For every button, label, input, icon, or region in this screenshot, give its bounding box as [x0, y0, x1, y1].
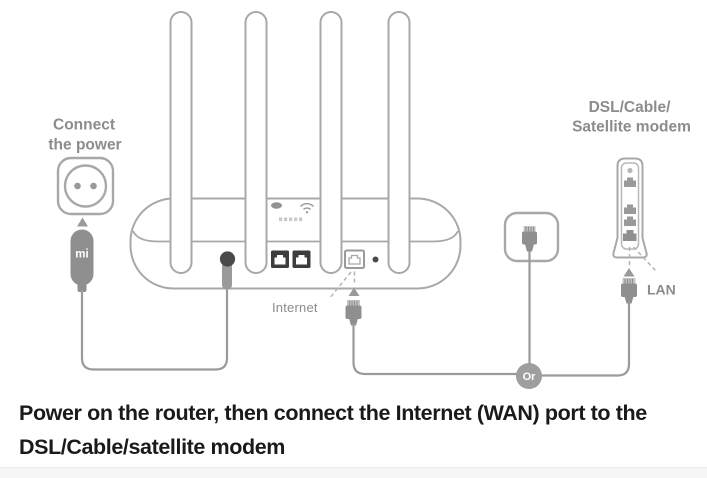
- antenna-icon: [387, 11, 411, 274]
- caption-line-1: Power on the router, then connect the In…: [19, 401, 647, 425]
- power-plug-icon: mi: [70, 229, 94, 292]
- caption-line-2: DSL/Cable/satellite modem: [19, 435, 285, 459]
- or-badge-label: Or: [523, 371, 537, 383]
- power-outlet-icon: [56, 156, 115, 216]
- modem-port-icon: [624, 204, 636, 214]
- antenna-icon: [244, 11, 268, 274]
- modem-led-dot: [627, 167, 633, 174]
- connect-power-label-line1: Connect: [53, 117, 115, 134]
- modem-port-icon: [624, 216, 636, 226]
- modem-label-line1: DSL/Cable/: [589, 99, 672, 116]
- wan-ethernet-connector-icon: [345, 300, 362, 326]
- connect-power-label-line2: the power: [48, 137, 121, 154]
- ethernet-jack-opening: [296, 255, 307, 265]
- antenna-icon: [319, 11, 343, 274]
- plug-logo-label: mi: [75, 249, 88, 261]
- lan-ethernet-connector-icon: [621, 278, 637, 304]
- router-illustration: [129, 11, 462, 290]
- lan-cable: [540, 300, 631, 377]
- lan-port-2: [292, 250, 311, 268]
- wan-cable: [352, 322, 518, 376]
- or-badge: Or: [516, 363, 542, 389]
- arrow-up-icon: [348, 287, 360, 296]
- lan-port-1: [271, 250, 289, 268]
- top-panel-fine-print: [279, 217, 303, 222]
- modem-label-line2: Satellite modem: [572, 119, 691, 136]
- modem-icon: [612, 157, 648, 259]
- modem-lan-port-icon: [623, 230, 637, 241]
- internet-callout-dashes: [328, 271, 356, 300]
- power-jack-icon: [219, 251, 236, 267]
- power-cable: [80, 286, 229, 371]
- mi-logo-oval-icon: [271, 202, 282, 209]
- power-port: [219, 251, 236, 289]
- router-top-edge-line: [132, 230, 459, 243]
- caption: Power on the router, then connect the In…: [19, 396, 691, 464]
- arrow-up-icon: [77, 217, 88, 227]
- lan-port-label: LAN: [647, 282, 676, 298]
- lan-callout-dashes: [628, 246, 657, 272]
- ethernet-jack-opening: [348, 254, 361, 265]
- power-connector-barrel: [222, 262, 232, 289]
- reset-button-dot: [372, 256, 379, 263]
- antenna-icon: [169, 11, 193, 274]
- ethernet-jack-opening: [274, 255, 286, 265]
- wifi-icon: [299, 203, 315, 214]
- wan-internet-port: [344, 249, 365, 269]
- arrow-up-icon: [623, 268, 635, 277]
- router-body: [129, 197, 462, 290]
- internet-port-label: Internet: [272, 300, 318, 315]
- page-bottom-strip: [0, 467, 707, 478]
- wall-ethernet-jack-icon: [503, 211, 560, 263]
- modem-port-icon: [624, 177, 636, 187]
